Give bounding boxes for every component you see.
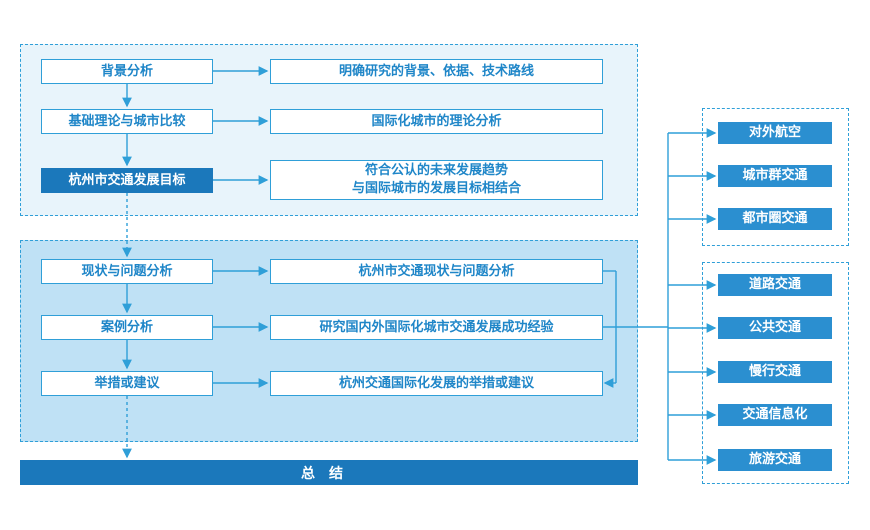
detail-goal-line-2: 与国际城市的发展目标相结合: [351, 181, 521, 196]
step-development-goal: 杭州市交通发展目标: [41, 168, 213, 193]
summary-bar: 总结: [20, 460, 638, 485]
step-background-analysis: 背景分析: [41, 59, 213, 84]
step-theory-comparison: 基础理论与城市比较: [41, 109, 213, 134]
category-slow: 慢行交通: [718, 361, 832, 383]
category-road: 道路交通: [718, 274, 832, 296]
detail-theory: 国际化城市的理论分析: [270, 109, 603, 134]
step-case-analysis: 案例分析: [41, 315, 213, 340]
step-current-issues: 现状与问题分析: [41, 259, 213, 284]
category-air: 对外航空: [718, 122, 832, 144]
category-informatization: 交通信息化: [718, 404, 832, 426]
detail-background: 明确研究的背景、依据、技术路线: [270, 59, 603, 84]
category-metro-area: 都市圈交通: [718, 208, 832, 230]
category-city-cluster: 城市群交通: [718, 165, 832, 187]
detail-case-study: 研究国内外国际化城市交通发展成功经验: [270, 315, 603, 340]
detail-current-issues: 杭州市交通现状与问题分析: [270, 259, 603, 284]
detail-goal: 符合公认的未来发展趋势 与国际城市的发展目标相结合: [270, 160, 603, 200]
step-measures: 举措或建议: [41, 371, 213, 396]
category-tourism: 旅游交通: [718, 449, 832, 471]
detail-goal-line-1: 符合公认的未来发展趋势: [364, 163, 508, 178]
detail-measures: 杭州交通国际化发展的举措或建议: [270, 371, 603, 396]
category-public: 公共交通: [718, 317, 832, 339]
